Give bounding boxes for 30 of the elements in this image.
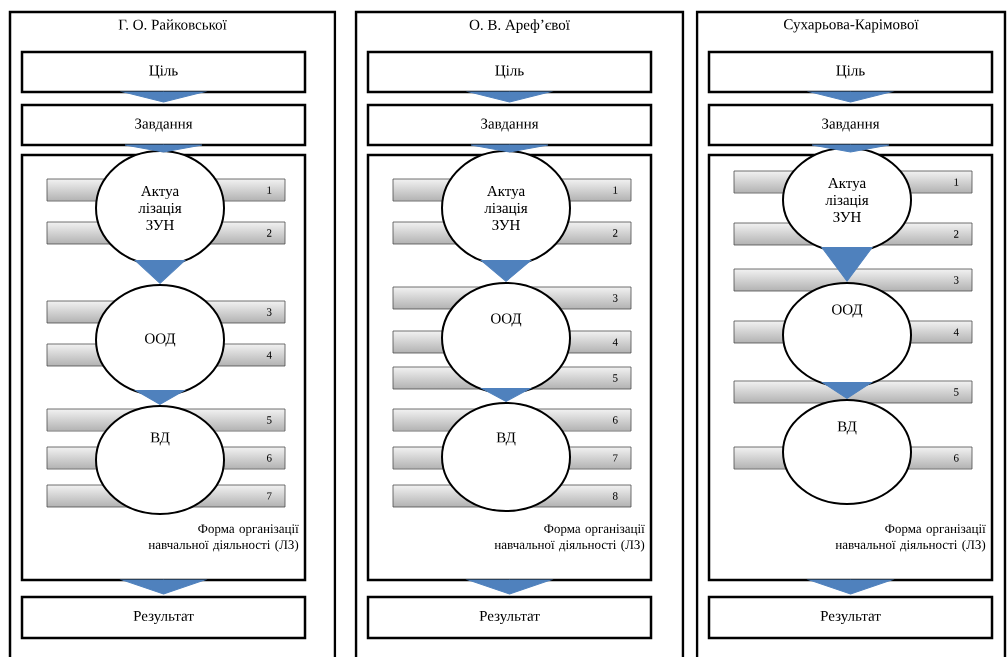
oval-node: Актуа лізація ЗУН [782, 147, 912, 253]
process-box: Завдання [707, 103, 994, 147]
block-arrow [468, 579, 552, 595]
process-box: Ціль [20, 50, 307, 94]
block-arrow [822, 381, 872, 399]
oval-node: Актуа лізація ЗУН [95, 150, 225, 266]
process-box: Результат [20, 595, 307, 640]
process-box: Результат [366, 595, 653, 640]
process-box: Завдання [366, 103, 653, 147]
block-arrow [124, 144, 203, 153]
block-arrow [135, 389, 185, 405]
process-box: Ціль [707, 50, 994, 94]
block-arrow [811, 144, 890, 153]
block-arrow [122, 579, 206, 595]
oval-node: ООД [782, 282, 912, 388]
oval-node: ООД [95, 284, 225, 396]
block-arrow [480, 259, 532, 282]
block-arrow [134, 259, 186, 284]
process-box: Ціль [366, 50, 653, 94]
oval-node: ООД [441, 282, 571, 394]
oval-node: ВД [782, 399, 912, 505]
process-box: Результат [707, 595, 994, 640]
oval-node: ВД [441, 402, 571, 512]
block-arrow [821, 246, 873, 282]
process-box: Завдання [20, 103, 307, 147]
oval-node: ВД [95, 405, 225, 515]
block-arrow [809, 579, 893, 595]
block-arrow [481, 387, 531, 402]
oval-node: Актуа лізація ЗУН [441, 150, 571, 266]
block-arrow [470, 144, 549, 153]
